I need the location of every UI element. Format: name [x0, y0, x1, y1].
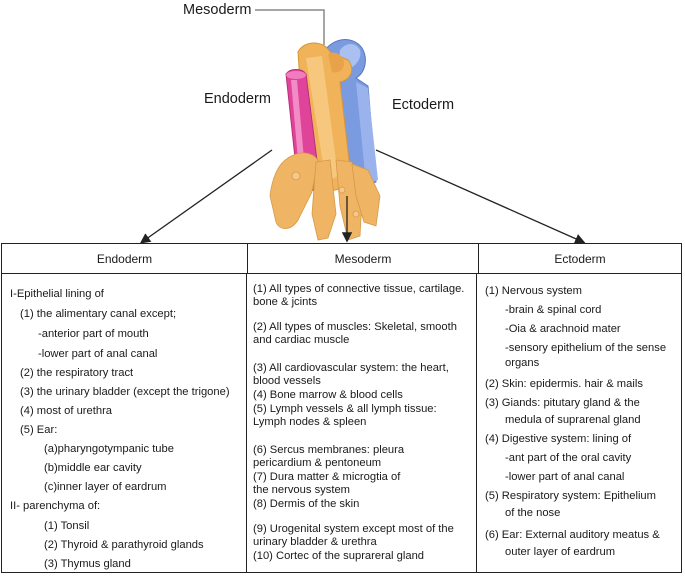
endoderm-column: I-Epithelial lining of (1) the alimentar… [2, 274, 247, 572]
ectoderm-label: Ectoderm [392, 97, 455, 113]
arrow-to-endoderm [139, 149, 273, 244]
list-item: bone & jcints [253, 296, 318, 308]
list-item: (1) All types of connective tissue, cart… [253, 283, 465, 295]
list-item: (1) Nervous system [485, 285, 582, 297]
list-item: blood vessels [253, 375, 321, 387]
list-item: (2) Thyroid & parathyroid glands [44, 539, 204, 551]
list-item: (4) most of urethra [20, 405, 113, 417]
mesoderm-leader-line [255, 9, 325, 45]
list-item: -sensory epithelium of the sense [505, 342, 667, 354]
list-item: -ant part of the oral cavity [505, 452, 632, 464]
list-item: (5) Lymph vessels & all lymph tissue: [253, 403, 437, 415]
table-header-row: Endoderm Mesoderm Ectoderm [2, 244, 681, 274]
list-item: Lymph nodes & spleen [253, 416, 367, 428]
list-item: urinary bladder & urethra [253, 536, 377, 548]
list-item: (6) Ear: External auditory meatus & [485, 529, 660, 541]
list-item: (1) Tonsil [44, 520, 90, 532]
organ-buds-shape [269, 152, 381, 241]
list-item: -lower part of anal canal [505, 471, 625, 483]
list-item: (6) Sercus membranes: pleura [253, 444, 405, 456]
list-item: organs [505, 357, 540, 369]
list-item: of the nose [505, 507, 561, 519]
list-item: (b)middle ear cavity [44, 462, 142, 474]
list-item: (5) Ear: [20, 424, 58, 436]
list-item: (3) All cardiovascular system: the heart… [253, 362, 449, 374]
list-item: I-Epithelial lining of [10, 288, 104, 300]
list-item: (1) the alimentary canal except; [20, 308, 177, 320]
list-item: (8) Dermis of the skin [253, 498, 360, 510]
arrow-to-ectoderm [375, 149, 586, 244]
list-item: outer layer of eardrum [505, 546, 616, 558]
list-item: (4) Digestive system: lining of [485, 433, 632, 445]
list-item: pericardium & pentoneum [253, 457, 382, 469]
list-item: medula of suprarenal gland [505, 414, 641, 426]
list-item: (3) Giands: pitutary gland & the [485, 397, 640, 409]
list-item: (2) All types of muscles: Skeletal, smoo… [253, 321, 457, 333]
list-item: (5) Respiratory system: Epithelium [485, 490, 656, 502]
list-item: (2) Skin: epidermis. hair & mails [485, 378, 643, 390]
list-item: (7) Dura matter & microgtia of [253, 471, 401, 483]
mesoderm-column: (1) All types of connective tissue, cart… [247, 274, 477, 572]
list-item: -brain & spinal cord [505, 304, 602, 316]
list-item: (2) the respiratory tract [20, 367, 134, 379]
list-item: (4) Bone marrow & blood cells [253, 389, 403, 401]
list-item: the nervous system [253, 484, 351, 496]
list-item: (3) the urinary bladder (except the trig… [20, 386, 230, 398]
header-ectoderm: Ectoderm [554, 251, 606, 266]
list-item: (3) Thymus gland [44, 558, 131, 570]
list-item: -lower part of anal canal [38, 348, 158, 360]
germ-layer-derivatives-table: Endoderm Mesoderm Ectoderm I-Epithelial … [1, 243, 682, 573]
list-item: (10) Cortec of the suprareral gland [253, 550, 425, 562]
mesoderm-label: Mesoderm [183, 2, 252, 18]
header-endoderm: Endoderm [2, 244, 248, 273]
list-item: (a)pharyngotympanic tube [44, 443, 174, 455]
list-item: (9) Urogenital system except most of the [253, 523, 454, 535]
list-item: -anterior part of mouth [38, 328, 149, 340]
list-item: and cardiac muscle [253, 334, 350, 346]
endoderm-label: Endoderm [204, 91, 271, 107]
germ-layers-illustration [139, 9, 586, 244]
header-mesoderm: Mesoderm [248, 244, 479, 273]
ectoderm-column: (1) Nervous system -brain & spinal cord … [477, 274, 681, 572]
list-item: II- parenchyma of: [10, 500, 101, 512]
list-item: (c)inner layer of eardrum [44, 481, 167, 493]
list-item: -Oia & arachnoid mater [505, 323, 621, 335]
